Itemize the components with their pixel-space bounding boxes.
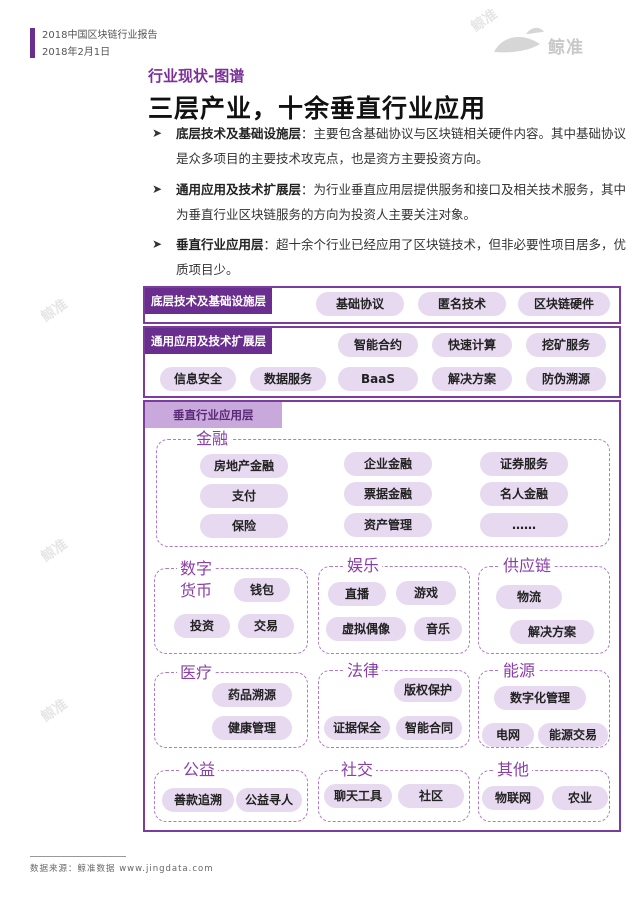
- vertical-layer-label: 垂直行业应用层: [145, 402, 282, 428]
- base-layer-frame: [143, 286, 621, 324]
- finance-item: 保险: [200, 514, 288, 538]
- charity-item: 善款追溯: [162, 788, 234, 812]
- whale-logo-icon: [494, 27, 544, 53]
- energy-item: 数字化管理: [494, 686, 586, 710]
- other-item: 农业: [552, 786, 608, 810]
- finance-item: 企业金融: [344, 452, 432, 476]
- energy-item: 能源交易: [538, 723, 608, 747]
- base-item: 区块链硬件: [518, 292, 610, 316]
- page-title: 三层产业，十余垂直行业应用: [148, 94, 487, 123]
- general-item: 防伪溯源: [526, 367, 606, 391]
- group-title: 其他: [494, 761, 533, 779]
- report-date: 2018年2月1日: [42, 47, 111, 58]
- finance-item: 名人金融: [480, 482, 568, 506]
- social-item: 社区: [398, 784, 464, 808]
- group-title: 货币: [177, 582, 216, 600]
- other-item: 物联网: [482, 786, 544, 810]
- footer-divider: [30, 856, 126, 857]
- source-note: 数据来源：鲸准数据 www.jingdata.com: [30, 864, 214, 874]
- currency-item: 交易: [238, 614, 294, 638]
- law-item: 版权保护: [394, 678, 462, 702]
- entertainment-item: 直播: [328, 582, 386, 606]
- bullet-item: ➤ 通用应用及技术扩展层：为行业垂直应用层提供服务和接口及相关技术服务，其中为垂…: [152, 177, 627, 227]
- finance-group: [156, 439, 610, 547]
- group-title: 公益: [180, 761, 219, 779]
- currency-item: 投资: [174, 614, 230, 638]
- entertainment-item: 音乐: [414, 617, 462, 641]
- group-title: 医疗: [177, 664, 216, 682]
- currency-item: 钱包: [234, 578, 290, 602]
- finance-item: ……: [480, 513, 568, 537]
- currency-group: [154, 568, 308, 654]
- supply-item: 物流: [496, 585, 562, 609]
- header-accent-bar: [30, 28, 35, 58]
- group-title: 法律: [344, 662, 383, 680]
- finance-item: 房地产金融: [200, 454, 288, 478]
- watermark: 鲸准: [38, 296, 71, 326]
- other-group: [478, 770, 610, 822]
- section-label: 行业现状-图谱: [148, 67, 245, 85]
- group-title: 能源: [500, 662, 539, 680]
- bullet-arrow-icon: ➤: [152, 237, 163, 251]
- bullet-head: 垂直行业应用层: [176, 237, 264, 252]
- base-layer-label: 底层技术及基础设施层: [145, 288, 272, 314]
- energy-item: 电网: [482, 723, 534, 747]
- bullet-body: ：超十余个行业已经应用了区块链技术，但非必要性项目居多，优质项目少。: [176, 237, 627, 277]
- general-item: 信息安全: [160, 367, 236, 391]
- finance-item: 证券服务: [480, 452, 568, 476]
- report-title: 2018中国区块链行业报告: [42, 30, 158, 41]
- entertainment-item: 游戏: [396, 581, 456, 605]
- medical-item: 健康管理: [212, 716, 292, 740]
- medical-item: 药品溯源: [212, 683, 292, 707]
- general-item: 快速计算: [432, 333, 512, 357]
- watermark: 鲸准: [38, 536, 71, 566]
- base-item: 匿名技术: [418, 292, 506, 316]
- law-item: 证据保全: [324, 716, 390, 740]
- entertainment-group: [318, 566, 470, 654]
- group-title: 金融: [193, 430, 232, 448]
- general-item: 数据服务: [250, 367, 326, 391]
- watermark: 鲸准: [38, 696, 71, 726]
- general-item: 解决方案: [432, 367, 512, 391]
- bullet-head: 底层技术及基础设施层: [176, 126, 302, 141]
- finance-item: 票据金融: [344, 482, 432, 506]
- entertainment-item: 虚拟偶像: [326, 617, 406, 641]
- general-item: 挖矿服务: [526, 333, 606, 357]
- charity-group: [154, 770, 308, 822]
- group-title: 供应链: [500, 557, 555, 575]
- base-item: 基础协议: [316, 292, 404, 316]
- bullet-body: ：为行业垂直应用层提供服务和接口及相关技术服务，其中为垂直行业区块链服务的方向为…: [176, 182, 627, 222]
- social-group: [318, 770, 470, 822]
- law-item: 智能合同: [396, 716, 462, 740]
- group-title: 社交: [338, 761, 377, 779]
- bullet-arrow-icon: ➤: [152, 182, 163, 196]
- finance-item: 支付: [200, 484, 288, 508]
- general-item: BaaS: [338, 367, 418, 391]
- charity-item: 公益寻人: [236, 788, 302, 812]
- energy-group: [478, 670, 610, 748]
- general-item: 智能合约: [338, 333, 418, 357]
- general-layer-label: 通用应用及技术扩展层: [145, 328, 272, 354]
- law-group: [318, 670, 470, 748]
- medical-group: [154, 672, 308, 748]
- general-layer-frame: [143, 326, 621, 398]
- supply-item: 解决方案: [510, 620, 594, 644]
- group-title: 数字: [177, 560, 216, 578]
- finance-item: 资产管理: [344, 513, 432, 537]
- vertical-layer-frame: [143, 400, 621, 832]
- bullet-item: ➤ 底层技术及基础设施层：主要包含基础协议与区块链相关硬件内容。其中基础协议是众…: [152, 121, 627, 171]
- group-title: 娱乐: [344, 557, 383, 575]
- logo-text: 鲸准: [548, 38, 584, 58]
- bullet-head: 通用应用及技术扩展层: [176, 182, 302, 197]
- bullet-arrow-icon: ➤: [152, 126, 163, 140]
- bullet-body: ：主要包含基础协议与区块链相关硬件内容。其中基础协议是众多项目的主要技术攻克点，…: [176, 126, 627, 166]
- bullet-item: ➤ 垂直行业应用层：超十余个行业已经应用了区块链技术，但非必要性项目居多，优质项…: [152, 232, 627, 282]
- social-item: 聊天工具: [324, 784, 392, 808]
